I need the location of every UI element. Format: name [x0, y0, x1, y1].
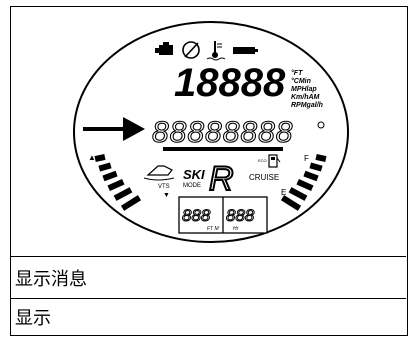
vts-label: VTS — [158, 184, 170, 190]
fuel-empty-label: E — [281, 188, 286, 197]
degree-dot — [317, 121, 325, 129]
lower-right-unit: Hr — [233, 226, 239, 232]
ski-label: SKI — [183, 167, 205, 182]
lower-left-readout: 888 — [182, 206, 211, 225]
watercraft-icon — [143, 165, 175, 181]
mode-label: MODE — [183, 183, 201, 189]
maintenance-icon — [182, 41, 200, 59]
right-bar-graph — [280, 154, 327, 211]
battery-icon — [233, 47, 258, 54]
unit-label: Km/hAM — [291, 94, 320, 101]
lower-right-readout: 888 — [226, 206, 255, 225]
fuel-full-label: F — [304, 154, 309, 163]
unit-label: RPMgal/h — [291, 102, 323, 109]
temperature-icon — [206, 41, 226, 61]
table-row-display: 显示 — [15, 308, 51, 329]
eco-label: ECO — [258, 158, 267, 163]
gauge-outline — [73, 21, 349, 243]
down-marker: ▼ — [163, 192, 170, 199]
engine-warning-icon — [155, 42, 173, 55]
message-display: 88888888 — [152, 116, 293, 149]
left-bar-graph — [94, 154, 142, 211]
lower-left-unit: FT M — [207, 226, 219, 232]
unit-labels: °FT °CMin MPHlap Km/hAM RPMgal/h — [291, 69, 323, 109]
gear-indicator: R — [209, 160, 234, 198]
gauge-figure: 18888 °FT °CMin MPHlap Km/hAM RPMgal/h 8… — [11, 7, 406, 257]
gauge-diagram: 18888 °FT °CMin MPHlap Km/hAM RPMgal/h 8… — [73, 21, 349, 243]
unit-label: °CMin — [291, 77, 311, 85]
fuel-pump-icon — [268, 154, 281, 168]
separator-bar — [163, 147, 283, 151]
table-row-message-display: 显示消息 — [11, 257, 406, 299]
cruise-label: CRUISE — [249, 173, 279, 182]
unit-label: °FT — [291, 69, 303, 77]
pointer-arrow — [83, 117, 145, 141]
unit-label: MPHlap — [291, 86, 317, 93]
main-readout: 18888 — [174, 61, 286, 105]
document-frame: 18888 °FT °CMin MPHlap Km/hAM RPMgal/h 8… — [10, 6, 408, 336]
up-marker: ▲ — [88, 153, 96, 162]
